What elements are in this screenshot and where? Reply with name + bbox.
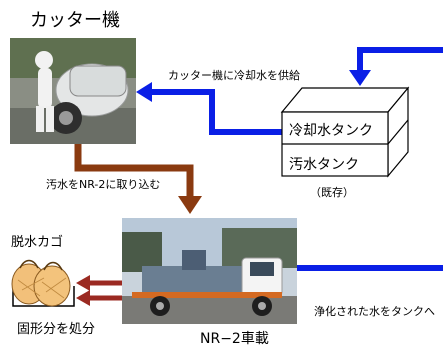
brown-arrowhead-down bbox=[178, 196, 202, 214]
cooling-water-tank-label: 冷却水タンク bbox=[289, 123, 373, 139]
waste-water-tank-label: 汚水タンク bbox=[289, 157, 359, 173]
red-arrowhead-upper bbox=[76, 275, 90, 291]
dispose-solids-label: 固形分を処分 bbox=[17, 322, 96, 337]
supply-flow-label: カッター機に冷却水を供給 bbox=[168, 69, 300, 82]
blue-supply-pipe-top bbox=[357, 47, 443, 72]
nr2-truck-photo bbox=[122, 218, 297, 324]
blue-supply-pipe-cutter bbox=[146, 89, 282, 135]
red-arrowhead-lower bbox=[76, 290, 90, 306]
truck-title: NR−2車載 bbox=[200, 331, 269, 347]
tank-existing-note: （既存） bbox=[310, 186, 354, 199]
basket-illustration bbox=[11, 259, 75, 307]
blue-arrowhead-down bbox=[349, 70, 371, 86]
clean-water-flow-label: 浄化された水をタンクへ bbox=[314, 305, 435, 318]
cutter-machine-photo bbox=[10, 38, 136, 144]
cutter-title: カッター機 bbox=[30, 10, 120, 31]
intake-flow-label: 汚水をNR-2に取り込む bbox=[46, 178, 161, 191]
dewatering-basket-label: 脱水カゴ bbox=[11, 235, 64, 250]
blue-arrowhead-left bbox=[136, 82, 152, 102]
brown-waste-pipe bbox=[74, 144, 194, 198]
tank-box bbox=[280, 86, 410, 178]
